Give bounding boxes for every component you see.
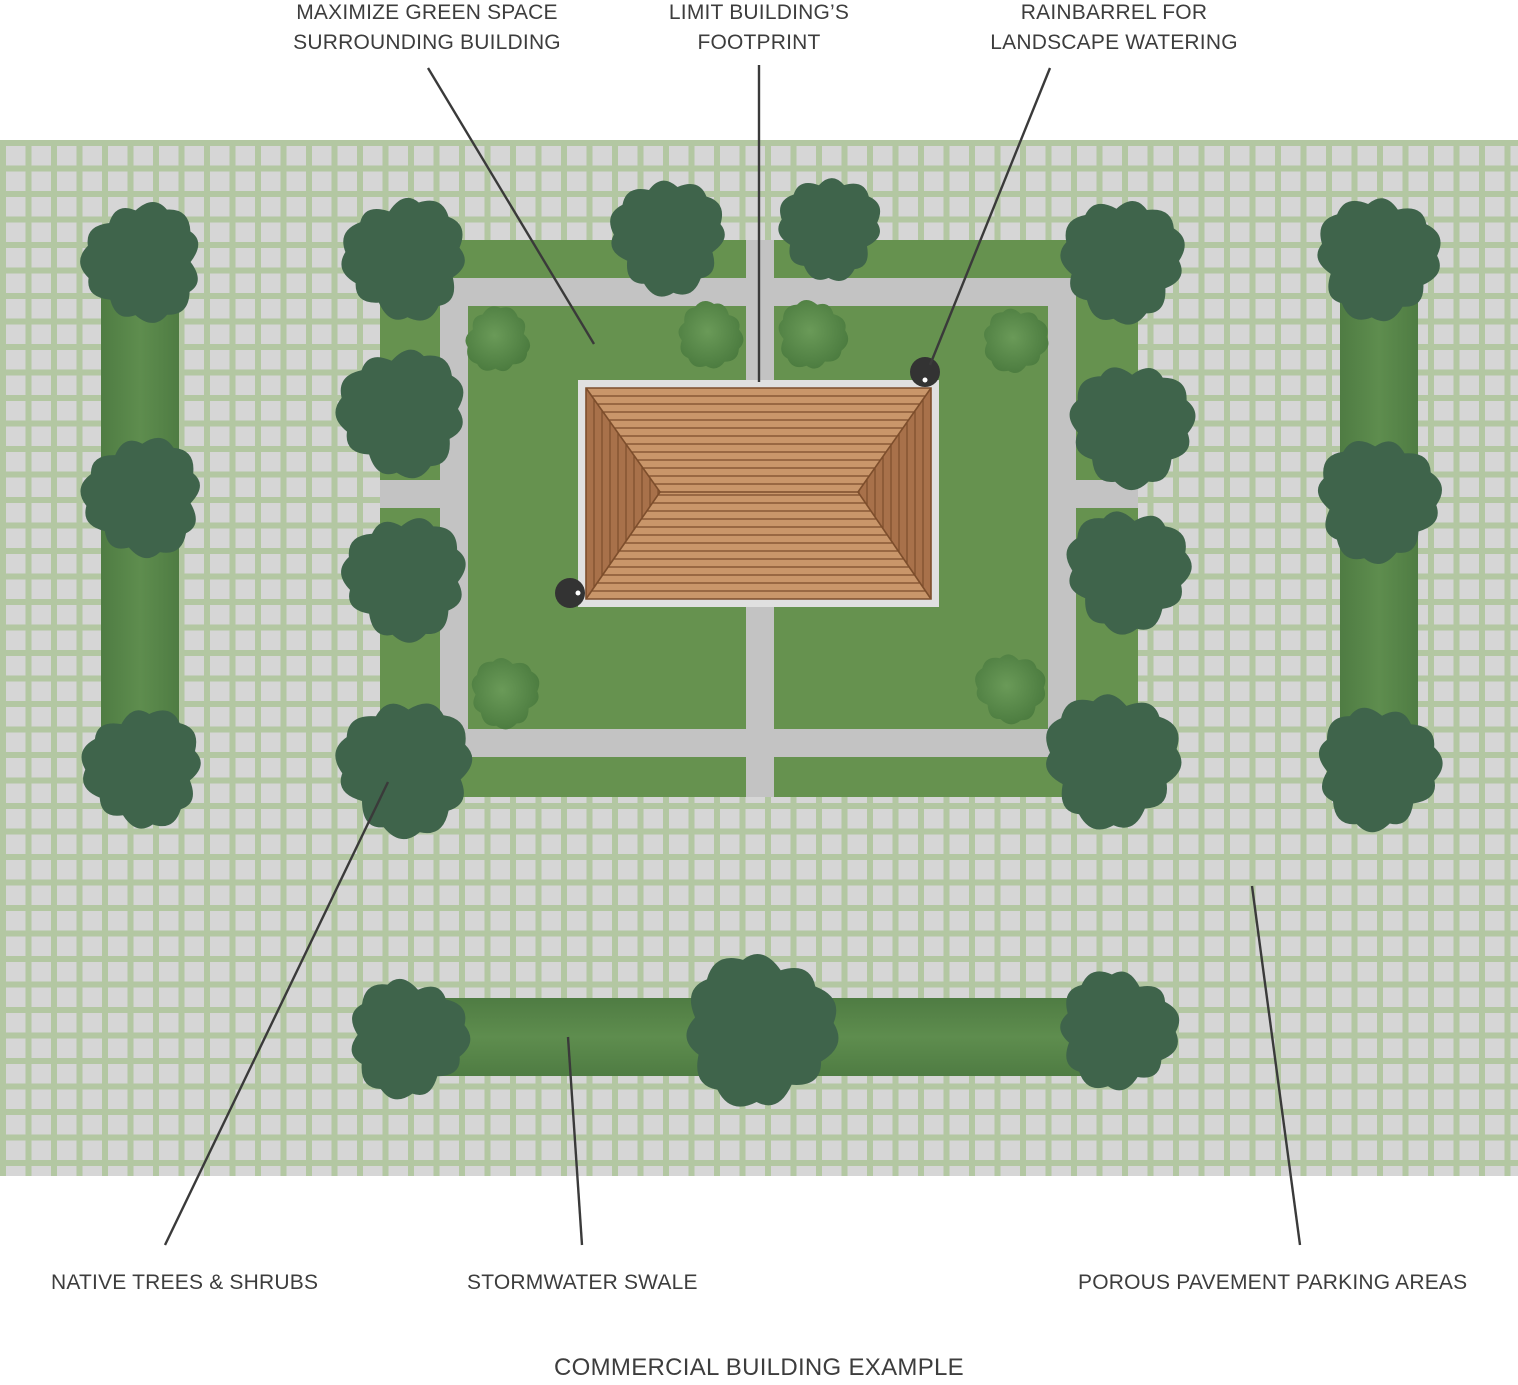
shrub-icon (471, 658, 540, 730)
rainbarrel-icon (910, 357, 940, 387)
native-shrubs (465, 299, 1049, 730)
leader-line-porous-pavement (1250, 885, 1302, 1246)
tree-icon (335, 703, 473, 840)
tree-icon (1318, 707, 1443, 833)
tree-icon (335, 349, 464, 479)
leader-line-native-trees (163, 781, 390, 1246)
tree-icon (610, 180, 725, 297)
building-footprint (578, 380, 939, 607)
native-trees (80, 178, 1443, 1107)
tree-icon (1060, 201, 1185, 325)
label-green-space: MAXIMIZE GREEN SPACE SURROUNDING BUILDIN… (293, 1, 561, 54)
tree-icon (80, 437, 200, 559)
label-native-trees: NATIVE TREES & SHRUBS (51, 1271, 319, 1294)
leader-line-swale (566, 1036, 584, 1246)
tree-icon (1069, 367, 1196, 491)
label-porous-pavement: POROUS PAVEMENT PARKING AREAS (1078, 1271, 1468, 1294)
label-rainbarrel: RAINBARREL FOR LANDSCAPE WATERING (990, 1, 1238, 54)
label-stormwater-swale: STORMWATER SWALE (467, 1271, 698, 1294)
diagram-caption: COMMERCIAL BUILDING EXAMPLE (554, 1354, 964, 1381)
tree-icon (1066, 511, 1192, 635)
walkways (380, 240, 1138, 797)
tree-icon (80, 201, 199, 323)
shrub-icon (975, 654, 1046, 725)
label-footprint: LIMIT BUILDING’S FOOTPRINT (668, 1, 850, 54)
tree-icon (341, 197, 465, 321)
rainbarrel-icon (555, 578, 585, 608)
shrub-icon (983, 308, 1049, 374)
tree-icon (686, 954, 839, 1107)
shrub-icon (678, 301, 744, 369)
shrub-icon (778, 299, 849, 369)
leader-lines (163, 65, 1302, 1246)
rainbarrels (555, 357, 940, 608)
shrub-icon (465, 306, 531, 372)
tree-icon (341, 518, 466, 643)
tree-icon (1317, 198, 1441, 322)
tree-icon (1046, 694, 1182, 830)
tree-icon (778, 178, 881, 281)
leader-line-green-space (426, 67, 596, 345)
tree-icon (351, 978, 471, 1100)
leader-line-rainbarrel (928, 67, 1052, 366)
tree-icon (1060, 971, 1180, 1091)
tree-icon (81, 710, 201, 829)
tree-icon (1317, 440, 1442, 565)
